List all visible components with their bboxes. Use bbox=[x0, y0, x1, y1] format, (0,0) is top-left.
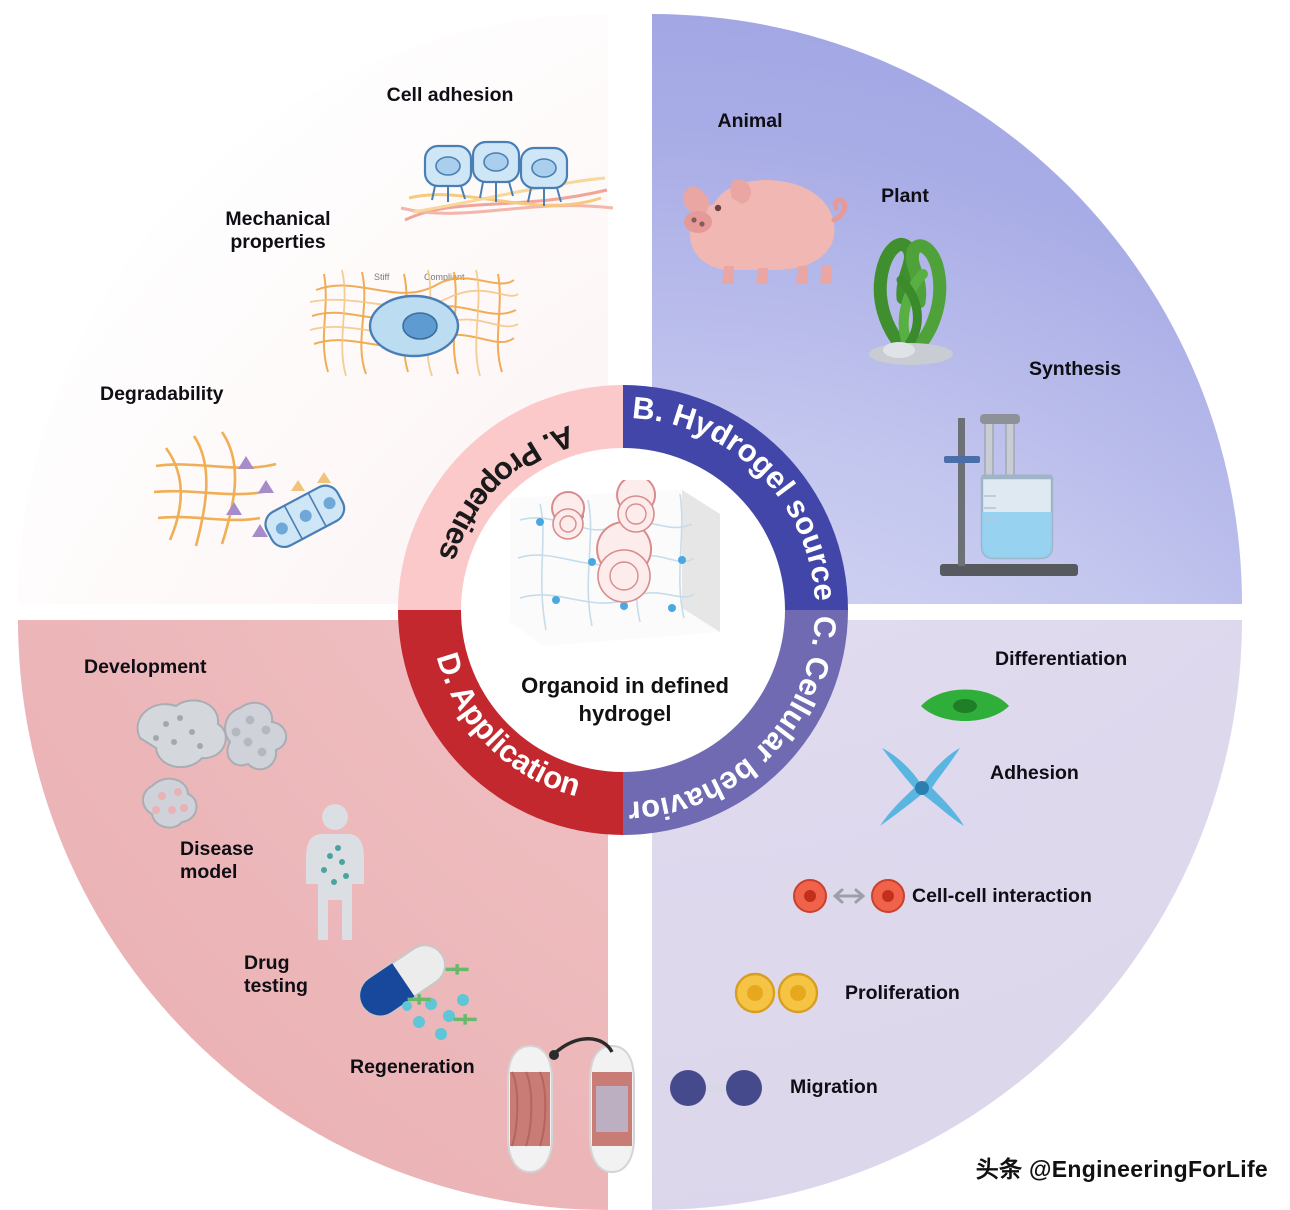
center-caption-line-2: hydrogel bbox=[578, 700, 672, 726]
human-body-icon bbox=[306, 804, 364, 940]
label-synthesis: Synthesis bbox=[1028, 358, 1122, 380]
beaker-stand-icon bbox=[940, 414, 1078, 576]
label-proliferation: Proliferation bbox=[845, 982, 960, 1004]
label-migration: Migration bbox=[790, 1076, 878, 1098]
two-navy-cells-icon bbox=[670, 1070, 762, 1106]
organoid-in-hydrogel-icon bbox=[510, 480, 720, 646]
label-plant: Plant bbox=[881, 185, 929, 207]
degrading-fibers-icon bbox=[153, 431, 346, 549]
green-spindle-cell-icon bbox=[921, 689, 1009, 721]
label-drug-testing: Drug testing bbox=[244, 952, 308, 998]
two-yellow-cells-icon bbox=[734, 972, 819, 1014]
label-degradability: Degradability bbox=[100, 383, 224, 405]
sublabel-compliant: Compliant bbox=[424, 272, 465, 282]
label-disease-model: Disease model bbox=[180, 838, 254, 884]
label-differentiation: Differentiation bbox=[995, 648, 1128, 670]
sublabel-stiff: Stiff bbox=[374, 272, 390, 282]
pig-icon bbox=[683, 179, 848, 284]
label-mechanical-properties: Mechanical properties bbox=[225, 208, 331, 254]
two-red-cells-arrow-icon bbox=[793, 879, 905, 913]
label-regeneration: Regeneration bbox=[350, 1056, 475, 1078]
label-development: Development bbox=[84, 656, 207, 678]
cells-on-fibers-icon bbox=[400, 140, 614, 222]
capsule-pill-icon bbox=[359, 944, 477, 1040]
label-adhesion: Adhesion bbox=[990, 762, 1079, 784]
organoid-development-icon bbox=[136, 699, 287, 829]
watermark: 头条 @EngineeringForLife bbox=[975, 1156, 1268, 1182]
label-cell-cell-interaction: Cell-cell interaction bbox=[912, 885, 1092, 907]
center-caption: Organoid in defined hydrogel bbox=[440, 672, 810, 727]
label-animal: Animal bbox=[717, 110, 783, 132]
label-cell-adhesion: Cell adhesion bbox=[386, 84, 514, 106]
seaweed-icon bbox=[869, 238, 953, 365]
cell-in-matrix-icon bbox=[309, 269, 519, 377]
muscle-regeneration-icon bbox=[507, 1037, 635, 1174]
blue-star-cell-icon bbox=[880, 748, 964, 826]
center-caption-line-1: Organoid in defined bbox=[521, 673, 729, 698]
